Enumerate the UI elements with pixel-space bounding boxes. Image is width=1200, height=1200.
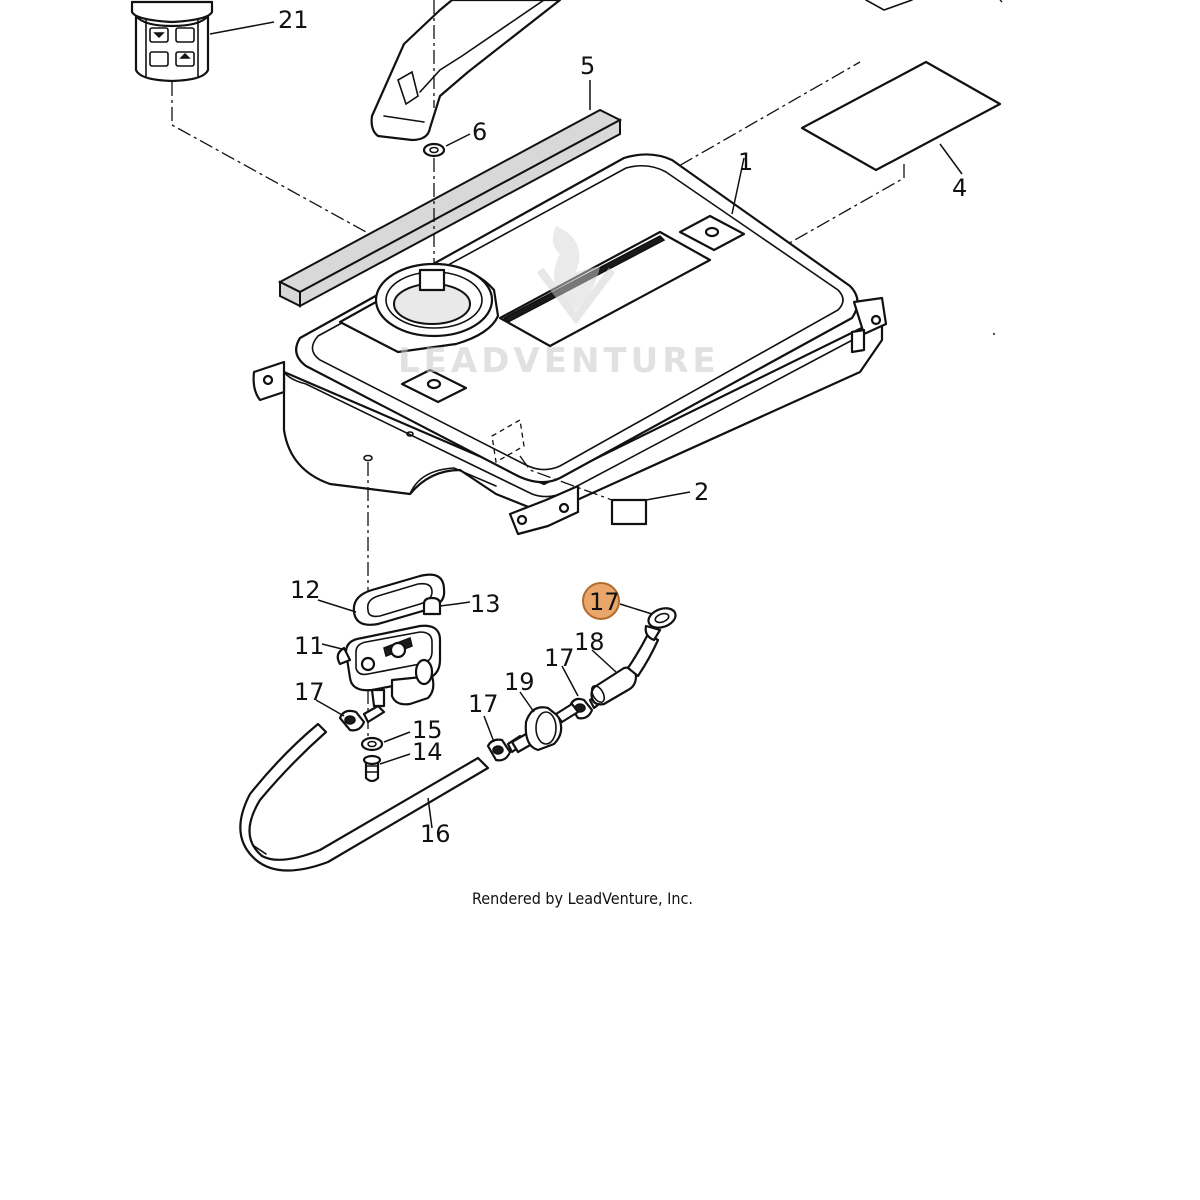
part-15-washer[interactable]: [360, 736, 384, 752]
callout-19: 19: [504, 668, 535, 696]
callout-4: 4: [952, 174, 967, 202]
callout-17-highlight: 17: [589, 588, 620, 616]
label-corner: [865, 0, 913, 11]
part-17-clamp-highlighted[interactable]: [644, 605, 679, 642]
part-14-bolt[interactable]: [362, 754, 382, 783]
callout-16: 16: [420, 820, 451, 848]
part-12-gasket[interactable]: [352, 573, 446, 626]
part-19-fuel-filter[interactable]: [510, 702, 580, 754]
callout-1: 1: [738, 148, 753, 176]
part-2-label[interactable]: [610, 498, 648, 526]
callout-17-c: 17: [544, 644, 575, 672]
callout-21: 21: [278, 6, 309, 34]
part-21-fuel-cap[interactable]: [130, 0, 214, 83]
callout-17-a: 17: [294, 678, 325, 706]
watermark-text: LEADVENTURE: [398, 341, 720, 381]
callout-13: 13: [470, 590, 501, 618]
part-4-label[interactable]: [800, 60, 1002, 172]
part-13-screw[interactable]: [422, 596, 457, 616]
callout-6: 6: [472, 118, 487, 146]
callout-14: 14: [412, 738, 443, 766]
part-17-clamp-left[interactable]: [338, 704, 386, 732]
callout-18: 18: [574, 628, 605, 656]
leadventure-watermark: [536, 226, 616, 325]
part-6-washer[interactable]: [422, 142, 446, 158]
stray-dot: [992, 332, 996, 336]
part-hose-to-clamp: [626, 632, 660, 678]
callout-15: 15: [412, 716, 443, 744]
part-18-short-hose[interactable]: [589, 666, 638, 706]
highlight-badge[interactable]: [582, 582, 620, 620]
part-16-fuel-hose[interactable]: [239, 722, 490, 872]
part-11-fuel-cock[interactable]: [336, 624, 442, 708]
callout-12: 12: [290, 576, 321, 604]
callout-17-b: 17: [468, 690, 499, 718]
part-5-foam-strip[interactable]: [277, 108, 623, 308]
footer-credit: Rendered by LeadVenture, Inc.: [472, 889, 693, 908]
callout-2: 2: [694, 478, 709, 506]
carry-handle: [370, 0, 562, 142]
callout-11: 11: [294, 632, 325, 660]
callout-5: 5: [580, 52, 595, 80]
